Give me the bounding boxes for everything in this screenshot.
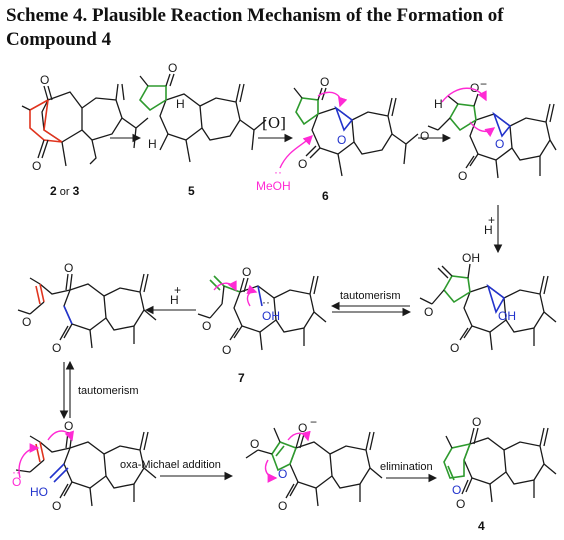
- curly-arrow: [246, 284, 258, 307]
- oxygen-atom: O: [202, 319, 211, 333]
- structure-compound-5: O H H 5: [139, 61, 267, 198]
- oxygen-atom: O: [40, 73, 49, 87]
- structure-intermediate-enolate: O − H O O O: [420, 77, 557, 183]
- negative-charge: −: [480, 77, 487, 91]
- label-oxidation: [O]: [262, 114, 286, 132]
- epoxide-oxygen: O: [495, 137, 504, 151]
- compound-label-2-or-3: 2 or 3: [50, 184, 80, 198]
- negative-charge: −: [310, 415, 317, 429]
- scheme-caption: Scheme 4. Plausible Reaction Mechanism o…: [6, 5, 504, 50]
- label-elimination: elimination: [380, 461, 433, 473]
- oxygen-atom: O: [470, 81, 479, 95]
- oxygen-atom: O: [22, 315, 31, 329]
- hydroxyl-group: HO: [30, 485, 48, 499]
- hydroxyl-group: OH: [262, 309, 280, 323]
- ring-oxygen: O: [452, 483, 461, 497]
- oxygen-atom: O: [168, 61, 177, 75]
- oxygen-atom: O: [64, 261, 73, 275]
- label-proton-charge: +: [174, 283, 181, 297]
- structure-compound-2-or-3: O O 2 or 3: [21, 73, 149, 198]
- label-oxa-michael-addition: oxa-Michael addition: [120, 459, 221, 471]
- oxygen-atom: O: [450, 341, 459, 355]
- structure-diketone-intermediate: O O O: [17, 261, 157, 355]
- oxygen-atom: O: [420, 129, 429, 143]
- oxygen-atom: O: [278, 499, 287, 513]
- oxygen-atom: O: [472, 415, 481, 429]
- lone-pair: ··: [274, 165, 282, 179]
- structure-oxa-michael-adduct: O − O O O: [245, 415, 383, 513]
- methanol-label: MeOH: [256, 179, 291, 193]
- curly-arrow: [18, 443, 40, 479]
- hydrogen-atom: H: [434, 97, 443, 111]
- lone-pair: ··: [12, 465, 20, 479]
- oxygen-atom: O: [242, 265, 251, 279]
- oxygen-atom: O: [298, 157, 307, 171]
- ring-oxygen: O: [278, 467, 287, 481]
- oxygen-atom: O: [250, 437, 259, 451]
- oxygen-atom: O: [32, 159, 41, 173]
- oxygen-atom: O: [64, 419, 73, 433]
- curly-arrow: [213, 280, 237, 292]
- curly-arrow: [317, 91, 348, 108]
- structure-compound-6: O O O MeOH ·· 6: [256, 75, 419, 203]
- hydroxyl-group: OH: [462, 251, 480, 265]
- hydroxyl-group: OH: [498, 309, 516, 323]
- label-tautomerism: tautomerism: [340, 290, 401, 302]
- epoxide-oxygen: O: [337, 133, 346, 147]
- oxygen-atom: O: [12, 475, 21, 489]
- curly-arrow: [469, 121, 496, 137]
- oxygen-atom: O: [458, 169, 467, 183]
- structure-compound-7: O O OH ·· O 7: [197, 265, 327, 385]
- curly-arrow: [441, 87, 487, 103]
- label-proton: H: [170, 293, 179, 307]
- curly-arrow: [287, 430, 311, 442]
- structure-compound-4: O O O 4: [443, 415, 557, 533]
- oxygen-atom: O: [424, 305, 433, 319]
- lone-pair: ··: [262, 295, 270, 309]
- label-tautomerism: tautomerism: [78, 385, 139, 397]
- curly-arrow: [264, 459, 278, 483]
- oxygen-atom: O: [52, 341, 61, 355]
- oxygen-atom: O: [222, 343, 231, 357]
- compound-label-5: 5: [188, 184, 195, 198]
- oxygen-atom: O: [320, 75, 329, 89]
- oxygen-atom: O: [298, 421, 307, 435]
- oxygen-atom: O: [456, 497, 465, 511]
- hydrogen-atom: H: [148, 137, 157, 151]
- structure-enol-intermediate: OH O OH O: [419, 251, 557, 355]
- curly-arrow: [47, 430, 74, 442]
- oxygen-atom: O: [52, 499, 61, 513]
- compound-label-6: 6: [322, 189, 329, 203]
- compound-label-7: 7: [238, 371, 245, 385]
- compound-label-4: 4: [478, 519, 485, 533]
- label-proton-charge: +: [488, 213, 495, 227]
- curly-arrow: [279, 135, 313, 169]
- hydrogen-atom: H: [176, 97, 185, 111]
- structure-dienol-intermediate: O O ·· HO O: [12, 419, 157, 513]
- label-proton: H: [484, 223, 493, 237]
